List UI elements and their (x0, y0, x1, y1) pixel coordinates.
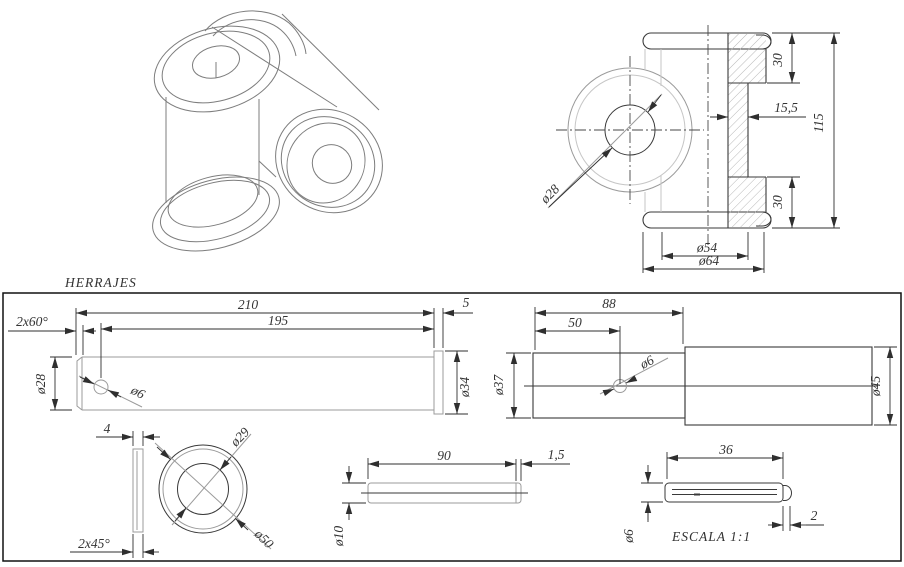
detail-bushing: ø6 88 50 ø37 ø45 (491, 296, 897, 426)
dim-axle-head-diameter: ø34 (457, 377, 472, 399)
dim-washer-thickness: 4 (104, 421, 111, 436)
dim-washer-chamfer: 2x45° (78, 536, 110, 551)
dim-axle-shaft-diameter: ø28 (33, 374, 48, 396)
detail-washer: ø50 ø29 4 2x45° (70, 421, 277, 558)
dim-hub-bottom: 30 (770, 195, 785, 210)
dim-bore-diameter: ø28 (537, 181, 563, 207)
axle-head (433, 350, 444, 415)
dim-bushing-hole-position: 50 (568, 315, 582, 330)
dim-pin-chamfer: 1,5 (548, 447, 565, 462)
dim-overall-height: 115 (811, 113, 826, 132)
isometric-view (152, 10, 383, 252)
dim-axle-length: 210 (238, 297, 259, 312)
dim-axle-hole-diameter: ø6 (128, 382, 148, 402)
dim-axle-hole-position: 195 (268, 313, 289, 328)
front-section-view: ø28 30 15,5 115 (537, 25, 840, 273)
washer-inner-circle (177, 463, 229, 515)
grooved-pin-body (664, 482, 784, 503)
roller-rim-circle (574, 74, 686, 186)
washer-side-view (132, 448, 144, 533)
dim-axle-head-width: 5 (463, 295, 470, 310)
dim-hub-top: 30 (770, 53, 785, 68)
detail-grooved-pin: 36 ø6 2 ESCALA 1:1 (621, 442, 824, 544)
dim-flange-diameter: ø64 (698, 253, 720, 268)
dim-bushing-large-diameter: ø45 (868, 376, 883, 398)
washer-outer-circle (158, 444, 248, 534)
scale-note: ESCALA 1:1 (671, 529, 751, 544)
dim-pin-diameter: ø10 (331, 526, 346, 548)
dim-barrel-diameter: ø54 (696, 240, 718, 255)
sheet-title: HERRAJES (64, 275, 137, 290)
detail-axle: ø6 210 5 195 2x60° ø28 ø34 (8, 295, 473, 415)
dim-grooved-pin-diameter: ø6 (621, 529, 636, 544)
dim-bushing-length: 88 (602, 296, 616, 311)
dim-grooved-pin-tip: 2 (811, 508, 818, 523)
dim-washer-outer-diameter: ø50 (251, 526, 277, 552)
axle-hole (93, 379, 109, 395)
detail-pin: 90 1,5 ø10 (331, 447, 570, 547)
dim-bushing-small-diameter: ø37 (491, 374, 506, 397)
details-border-box (2, 292, 902, 562)
dim-axle-chamfer: 2x60° (16, 314, 48, 329)
dim-pin-length: 90 (437, 448, 451, 463)
dim-bushing-hole-diameter: ø6 (637, 352, 657, 372)
dim-grooved-pin-length: 36 (718, 442, 733, 457)
dim-wall-thickness: 15,5 (774, 100, 798, 115)
dim-washer-inner-diameter: ø29 (227, 424, 253, 450)
